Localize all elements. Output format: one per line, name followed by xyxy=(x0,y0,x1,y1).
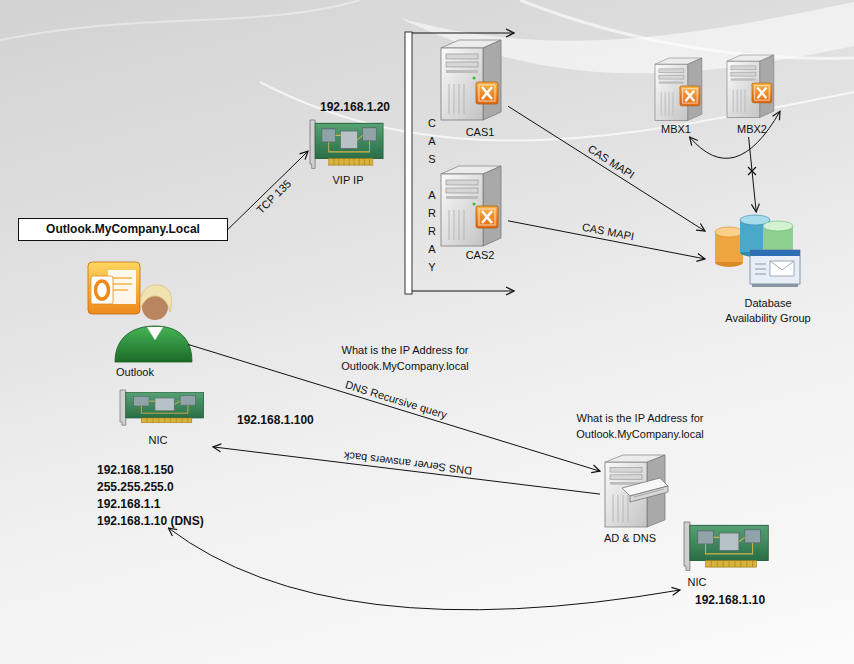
node-label: 192.168.1.10 xyxy=(695,592,780,608)
edge-label: TCP 135 xyxy=(254,177,294,216)
connector xyxy=(508,106,705,231)
connector xyxy=(228,151,308,229)
node-label: NIC xyxy=(682,575,712,590)
annotation-text: What is the IP Address for Outlook.MyCom… xyxy=(330,342,480,374)
client-node: Outlook xyxy=(82,252,188,380)
node-label: 192.168.1.20 xyxy=(310,99,400,115)
server-node: MBX1 xyxy=(652,55,708,137)
node-label: MBX1 xyxy=(646,122,706,137)
node-label: VIP IP xyxy=(308,173,388,188)
connector xyxy=(749,137,757,212)
edge-label: CAS MAPI xyxy=(581,221,635,244)
annotation-text: What is the IP Address for Outlook.MyCom… xyxy=(565,410,715,442)
blocked-mark xyxy=(748,167,756,175)
cas-array-bracket xyxy=(405,32,514,294)
vip-nic-icon xyxy=(310,120,383,168)
node-label: MBX2 xyxy=(722,122,782,137)
connector xyxy=(213,447,600,494)
client-nic-icon xyxy=(120,390,203,425)
connector xyxy=(508,221,705,259)
node-label: Database Availability Group xyxy=(719,296,817,326)
hostname-box: Outlook.MyCompany.Local xyxy=(18,218,228,241)
node-label: Outlook xyxy=(100,365,170,380)
node-label: AD & DNS xyxy=(597,531,663,546)
node-label: 192.168.1.150 xyxy=(97,462,213,478)
connector xyxy=(168,528,680,610)
node-label: CAS1 xyxy=(450,125,510,140)
dns-server-icon xyxy=(605,455,668,527)
annotation-text: 192.168.1.100 xyxy=(237,412,327,428)
node-label: CAS2 xyxy=(450,248,510,263)
nic-node: NIC 192.168.1.10 xyxy=(680,520,780,610)
edge-label: DNS Recursive query xyxy=(344,378,449,422)
server-node: CAS2 xyxy=(438,164,508,264)
nic-node: NIC192.168.1.150255.255.255.0192.168.1.1… xyxy=(95,388,213,528)
node-label: 255.255.255.0 xyxy=(97,479,213,495)
database-node: Database Availability Group xyxy=(705,212,820,328)
node-label: Outlook.MyCompany.Local xyxy=(18,218,228,241)
node-label: NIC xyxy=(128,433,188,448)
connector xyxy=(188,344,600,471)
annotation-text: CAS ARRAY xyxy=(424,117,439,279)
outlook-user-icon xyxy=(88,262,192,362)
node-label: 192.168.1.1 xyxy=(97,496,213,512)
server-node: MBX2 xyxy=(722,52,780,137)
vip-nic: 192.168.1.20VIP IP xyxy=(308,98,392,190)
edge-label: DNS Server answers back xyxy=(343,448,473,476)
edge-label: CAS MAPI xyxy=(585,142,636,181)
server-node: CAS1 xyxy=(438,36,508,140)
server-icons xyxy=(441,40,774,246)
connector xyxy=(690,111,780,158)
database-icon xyxy=(715,215,800,287)
server-nic-icon xyxy=(684,522,768,570)
node-label: 192.168.1.10 (DNS) xyxy=(97,513,213,529)
server-node: AD & DNS xyxy=(600,452,670,547)
